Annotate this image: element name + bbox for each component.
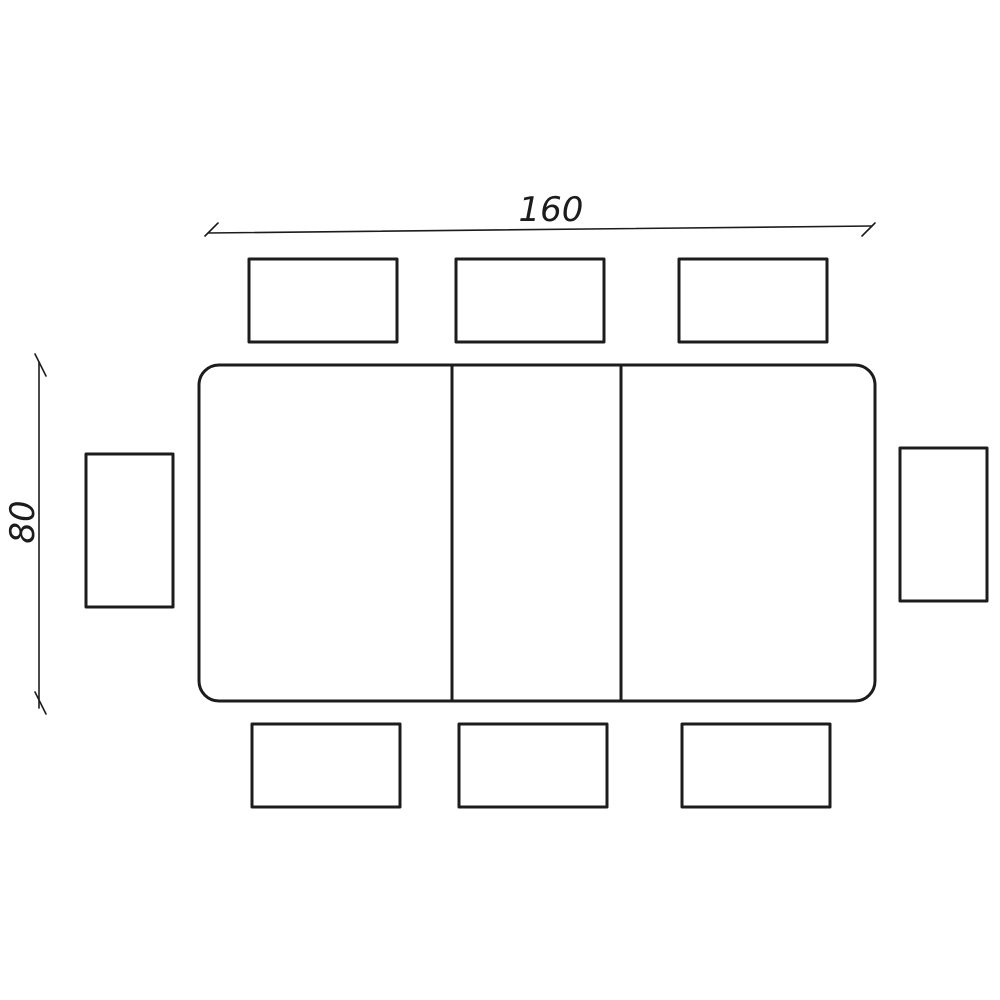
- chair-left: [84, 452, 175, 609]
- chair-bottom-2: [457, 722, 609, 809]
- chairs: [84, 257, 989, 809]
- width-dimension-tick-right: [861, 222, 876, 237]
- width-dimension: 160: [204, 190, 876, 237]
- table-top: [197, 363, 877, 703]
- chair-top-1: [247, 257, 399, 344]
- depth-dimension-tick-top: [34, 353, 47, 377]
- chair-bottom-3: [680, 722, 832, 809]
- depth-dimension-label: 80: [3, 500, 43, 543]
- width-dimension-line: [207, 225, 873, 234]
- table-outline: [197, 363, 877, 703]
- chair-top-2: [454, 257, 606, 344]
- width-dimension-label: 160: [519, 190, 584, 230]
- chair-top-3: [677, 257, 829, 344]
- depth-dimension: 80: [3, 353, 47, 715]
- width-dimension-tick-left: [204, 222, 219, 237]
- chair-right: [898, 446, 989, 603]
- chair-bottom-1: [250, 722, 402, 809]
- depth-dimension-tick-bottom: [34, 691, 47, 715]
